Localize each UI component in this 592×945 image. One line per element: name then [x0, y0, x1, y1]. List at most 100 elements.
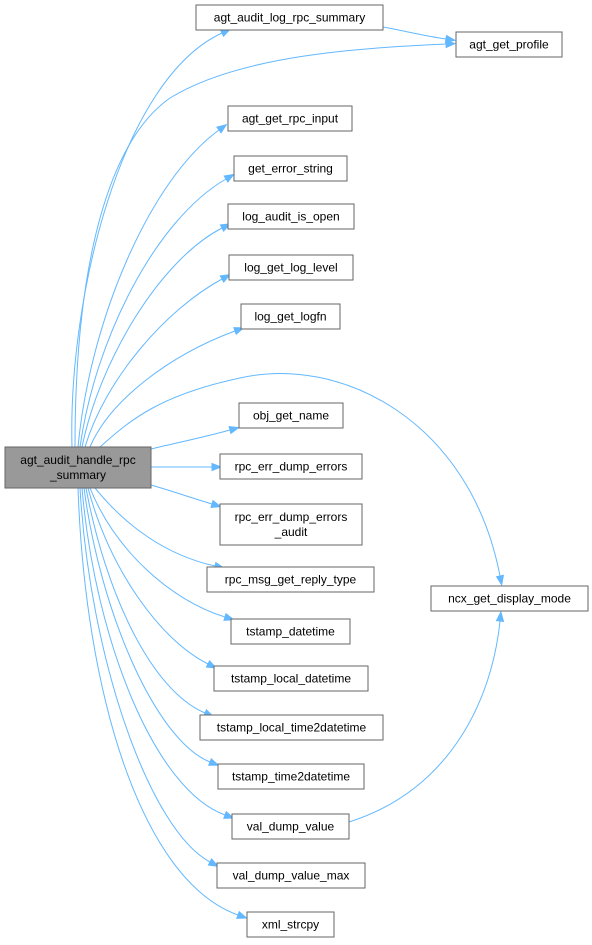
node-label: log_get_logfn: [254, 310, 326, 324]
node-box: [228, 254, 354, 281]
function-node[interactable]: tstamp_local_time2datetime: [199, 714, 384, 741]
node-label: xml_strcpy: [262, 918, 319, 932]
node-label: log_get_log_level: [244, 261, 337, 275]
node-box: [227, 105, 353, 132]
function-node[interactable]: agt_audit_log_rpc_summary: [195, 4, 384, 31]
arrow-head: [236, 910, 248, 919]
node-box: [227, 203, 355, 230]
node-box: [206, 566, 375, 593]
node-box: [219, 453, 363, 480]
edge-root-to-tstamp_local_time2datetime: [85, 487, 215, 718]
function-node[interactable]: val_dump_value: [231, 813, 350, 840]
arrow-head: [495, 610, 505, 622]
node-label: _audit: [274, 525, 308, 539]
edge-root-to-val_dump_value_max: [79, 487, 220, 867]
function-node[interactable]: tstamp_time2datetime: [217, 763, 365, 790]
function-node[interactable]: rpc_msg_get_reply_type: [206, 566, 375, 593]
edge-root-to-log_get_log_level: [84, 274, 232, 448]
node-box: [213, 665, 369, 692]
arrow-head: [223, 810, 235, 819]
node-label: rpc_msg_get_reply_type: [225, 573, 357, 587]
function-node[interactable]: get_error_string: [233, 155, 348, 182]
function-node[interactable]: rpc_err_dump_errors_audit: [219, 503, 363, 546]
edge-line: [150, 429, 231, 450]
node-box: [455, 31, 563, 58]
arrow-head: [444, 34, 457, 44]
edge-line: [79, 487, 211, 863]
edge-root-to-val_dump_value: [81, 487, 235, 819]
nodes-layer: agt_audit_handle_rpc_summary agt_audit_lo…: [4, 4, 589, 938]
node-label: val_dump_value_max: [233, 869, 350, 883]
function-node[interactable]: val_dump_value_max: [216, 862, 366, 889]
node-box: [430, 585, 589, 612]
edge-root-to-rpc_err_dump_errors_audit: [150, 484, 222, 508]
node-box: [231, 813, 350, 840]
node-box: [216, 862, 366, 889]
arrow-head: [219, 274, 232, 283]
node-label: agt_audit_handle_rpc: [20, 453, 135, 467]
edge-root-to-get_profile: [74, 39, 457, 448]
node-label: agt_get_rpc_input: [242, 112, 339, 126]
node-label: rpc_err_dump_errors: [235, 510, 348, 524]
arrow-head: [495, 574, 505, 587]
edge-line: [150, 484, 213, 505]
edge-line: [81, 227, 223, 448]
function-node[interactable]: tstamp_local_datetime: [213, 665, 369, 692]
edge-line: [89, 487, 226, 618]
edges-layer: [71, 26, 505, 919]
node-label: rpc_err_dump_errors: [235, 460, 348, 474]
arrow-head: [228, 426, 241, 435]
node-box: [217, 763, 365, 790]
edge-line: [83, 487, 211, 763]
edge-root-to-log_audit_is_open: [81, 223, 232, 448]
node-box: [219, 503, 363, 546]
node-box: [246, 911, 335, 938]
node-label: agt_audit_log_rpc_summary: [214, 11, 365, 25]
node-label: get_error_string: [248, 162, 333, 176]
root-node: agt_audit_handle_rpc_summary: [4, 446, 152, 489]
edge-log_rpc_summary-to-get_profile: [382, 26, 457, 44]
edge-root-to-obj_get_name: [150, 426, 241, 450]
edge-root-to-xml_strcpy: [77, 487, 248, 919]
arrow-head: [207, 757, 220, 766]
arrow-head: [211, 462, 223, 472]
edge-line: [99, 373, 501, 577]
node-label: obj_get_name: [253, 409, 329, 423]
edge-line: [87, 487, 209, 665]
arrow-head: [210, 499, 222, 508]
edge-line: [348, 620, 501, 823]
function-node[interactable]: obj_get_name: [238, 402, 344, 429]
node-label: agt_get_profile: [469, 38, 549, 52]
function-node[interactable]: tstamp_datetime: [230, 618, 351, 645]
function-node[interactable]: rpc_err_dump_errors: [219, 453, 363, 480]
edge-root-to-get_error_string: [79, 173, 235, 448]
node-box: [4, 446, 152, 489]
edge-root-to-tstamp_time2datetime: [83, 487, 220, 766]
function-node[interactable]: ncx_get_display_mode: [430, 585, 589, 612]
function-node[interactable]: agt_get_profile: [455, 31, 563, 58]
edge-val_dump_value-to-ncx_get_display_mode: [348, 610, 505, 823]
edge-root-to-ncx_get_display_mode: [99, 373, 505, 587]
function-node[interactable]: log_get_logfn: [240, 303, 341, 330]
node-label: tstamp_time2datetime: [232, 770, 350, 784]
node-label: tstamp_datetime: [246, 625, 335, 639]
edge-line: [89, 330, 236, 448]
edge-line: [74, 43, 447, 448]
node-box: [238, 402, 344, 429]
edge-root-to-get_rpc_input: [77, 123, 228, 448]
node-box: [195, 4, 384, 31]
edge-root-to-tstamp_datetime: [89, 487, 235, 621]
edge-root-to-rpc_err_dump_errors: [150, 462, 223, 472]
function-node[interactable]: log_audit_is_open: [227, 203, 355, 230]
node-label: tstamp_local_time2datetime: [217, 721, 367, 735]
edge-root-to-tstamp_local_datetime: [87, 487, 218, 669]
function-node[interactable]: xml_strcpy: [246, 911, 335, 938]
edge-line: [382, 26, 447, 40]
edge-line: [77, 487, 239, 916]
function-node[interactable]: log_get_log_level: [228, 254, 354, 281]
node-label: ncx_get_display_mode: [448, 592, 571, 606]
function-node[interactable]: agt_get_rpc_input: [227, 105, 353, 132]
node-box: [230, 618, 351, 645]
